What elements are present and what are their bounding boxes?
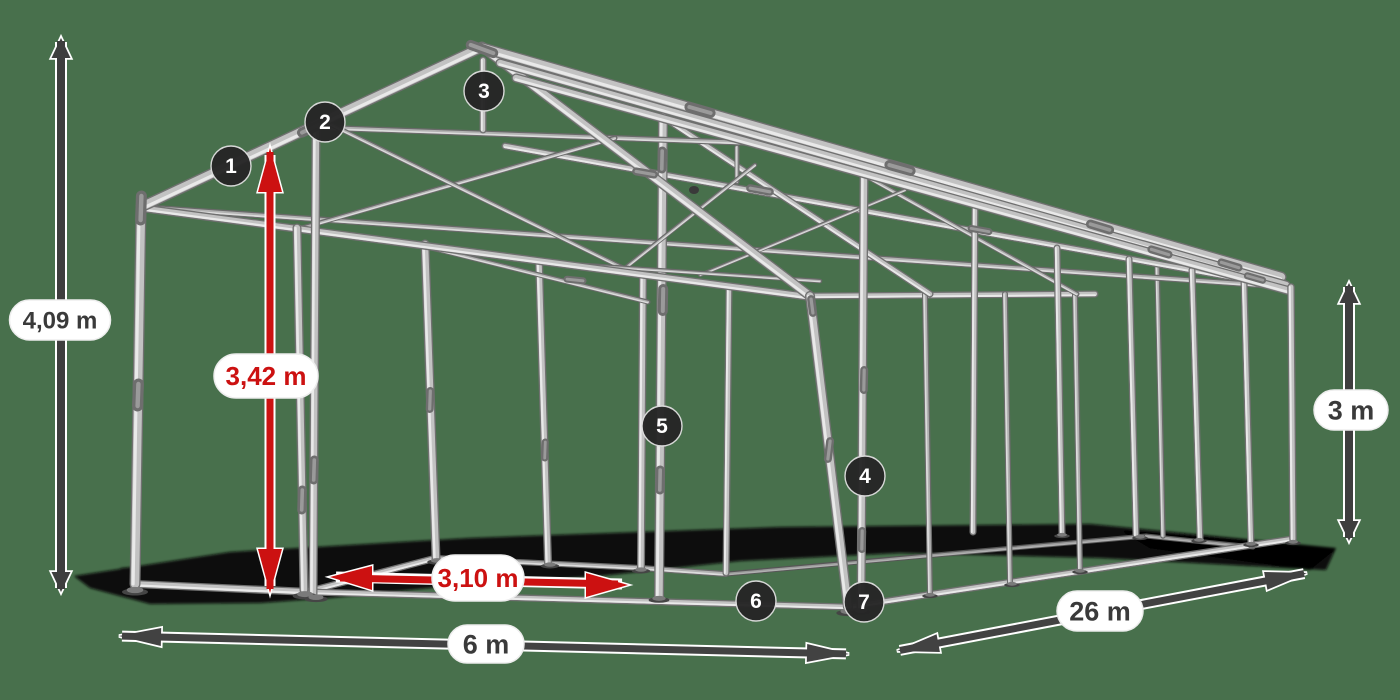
svg-text:3: 3 <box>478 80 490 103</box>
svg-text:4: 4 <box>859 465 871 488</box>
svg-text:3,42 m: 3,42 m <box>226 361 307 391</box>
svg-text:4,09 m: 4,09 m <box>23 307 98 334</box>
svg-text:1: 1 <box>225 155 237 178</box>
svg-text:3 m: 3 m <box>1328 395 1375 425</box>
svg-text:2: 2 <box>319 111 331 134</box>
svg-text:6: 6 <box>750 590 762 613</box>
svg-text:3,10 m: 3,10 m <box>438 563 519 593</box>
svg-text:26 m: 26 m <box>1069 596 1131 626</box>
svg-text:5: 5 <box>656 415 668 438</box>
svg-text:6 m: 6 m <box>463 629 510 659</box>
svg-text:7: 7 <box>858 591 870 614</box>
